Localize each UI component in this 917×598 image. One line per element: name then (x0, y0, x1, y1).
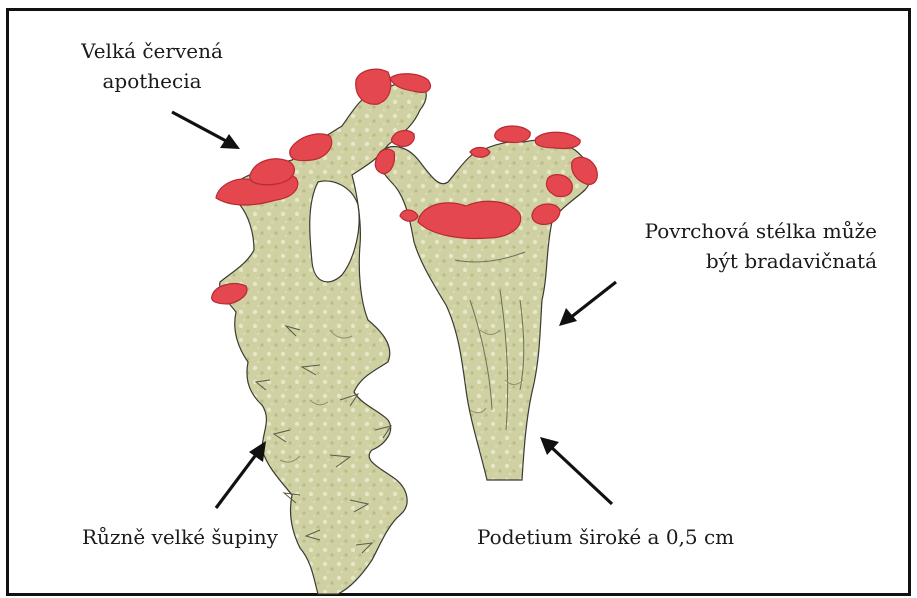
arrow-surface (559, 282, 616, 326)
label-red-apothecia-line1: Velká červená (68, 36, 236, 66)
label-podetium-width: Podetium široké a 0,5 cm (477, 522, 734, 552)
label-warty-surface: Povrchová stélka může být bradavičnatá (607, 216, 877, 276)
arrow-squamules (216, 441, 266, 508)
label-red-apothecia-line2: apothecia (68, 66, 236, 96)
arrow-podetium (540, 437, 612, 504)
label-red-apothecia: Velká červená apothecia (68, 36, 236, 96)
label-warty-surface-line1: Povrchová stélka může (607, 216, 877, 246)
label-warty-surface-line2: být bradavičnatá (607, 246, 877, 276)
arrow-apothecia (172, 112, 240, 149)
label-squamules: Různě velké šupiny (82, 522, 278, 552)
